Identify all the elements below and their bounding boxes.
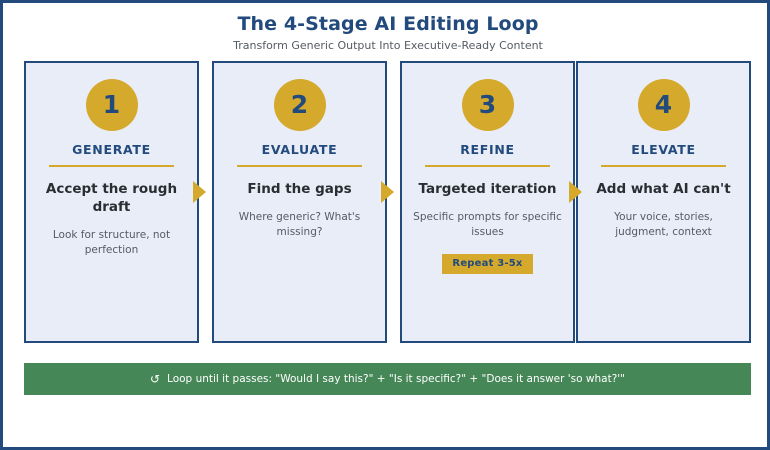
stage-number-badge: 1: [85, 79, 138, 131]
arrow-right-triangle-icon: [193, 181, 206, 203]
stage-label: EVALUATE: [261, 142, 338, 157]
stage-divider: [237, 165, 362, 167]
stage-heading: Add what AI can't: [596, 181, 731, 197]
stage-label: REFINE: [460, 142, 515, 157]
page-subtitle: Transform Generic Output Into Executive-…: [233, 39, 543, 52]
page-title: The 4-Stage AI Editing Loop: [237, 13, 539, 35]
stage-description: Where generic? What's missing?: [238, 211, 361, 238]
arrow-right-triangle-icon: [569, 181, 582, 203]
stage-label: GENERATE: [72, 142, 151, 157]
stage-divider: [601, 165, 726, 167]
stage-number-badge: 4: [637, 79, 690, 131]
stage-heading: Find the gaps: [247, 181, 352, 197]
loop-icon: ↺: [149, 372, 161, 386]
stage-divider: [49, 165, 174, 167]
stage-label: ELEVATE: [631, 142, 696, 157]
stage-number-badge: 3: [461, 79, 514, 131]
stage-description: Your voice, stories, judgment, context: [614, 211, 713, 238]
arrow-right-triangle-icon: [381, 181, 394, 203]
stage-heading: Targeted iteration: [418, 181, 557, 197]
stage-card-refine[interactable]: 3 REFINE Targeted iteration Specific pro…: [400, 61, 575, 343]
stage-card-evaluate[interactable]: 2 EVALUATE Find the gaps Where generic? …: [212, 61, 387, 343]
repeat-badge: Repeat 3-5x: [442, 254, 533, 274]
stage-description: Specific prompts for specific issues: [413, 211, 562, 238]
stage-cards-row: 1 GENERATE Accept the rough draft Look f…: [24, 61, 751, 343]
stage-divider: [425, 165, 550, 167]
loop-footer-text: Loop until it passes: "Would I say this?…: [167, 373, 625, 385]
stage-number-badge: 2: [273, 79, 326, 131]
stage-card-elevate[interactable]: 4 ELEVATE Add what AI can't Your voice, …: [576, 61, 751, 343]
header: The 4-Stage AI Editing Loop Transform Ge…: [3, 12, 770, 53]
loop-footer-bar: ↺ Loop until it passes: "Would I say thi…: [24, 363, 751, 395]
stage-card-generate[interactable]: 1 GENERATE Accept the rough draft Look f…: [24, 61, 199, 343]
stage-description: Look for structure, not perfection: [52, 229, 171, 256]
stage-heading: Accept the rough draft: [45, 181, 178, 215]
